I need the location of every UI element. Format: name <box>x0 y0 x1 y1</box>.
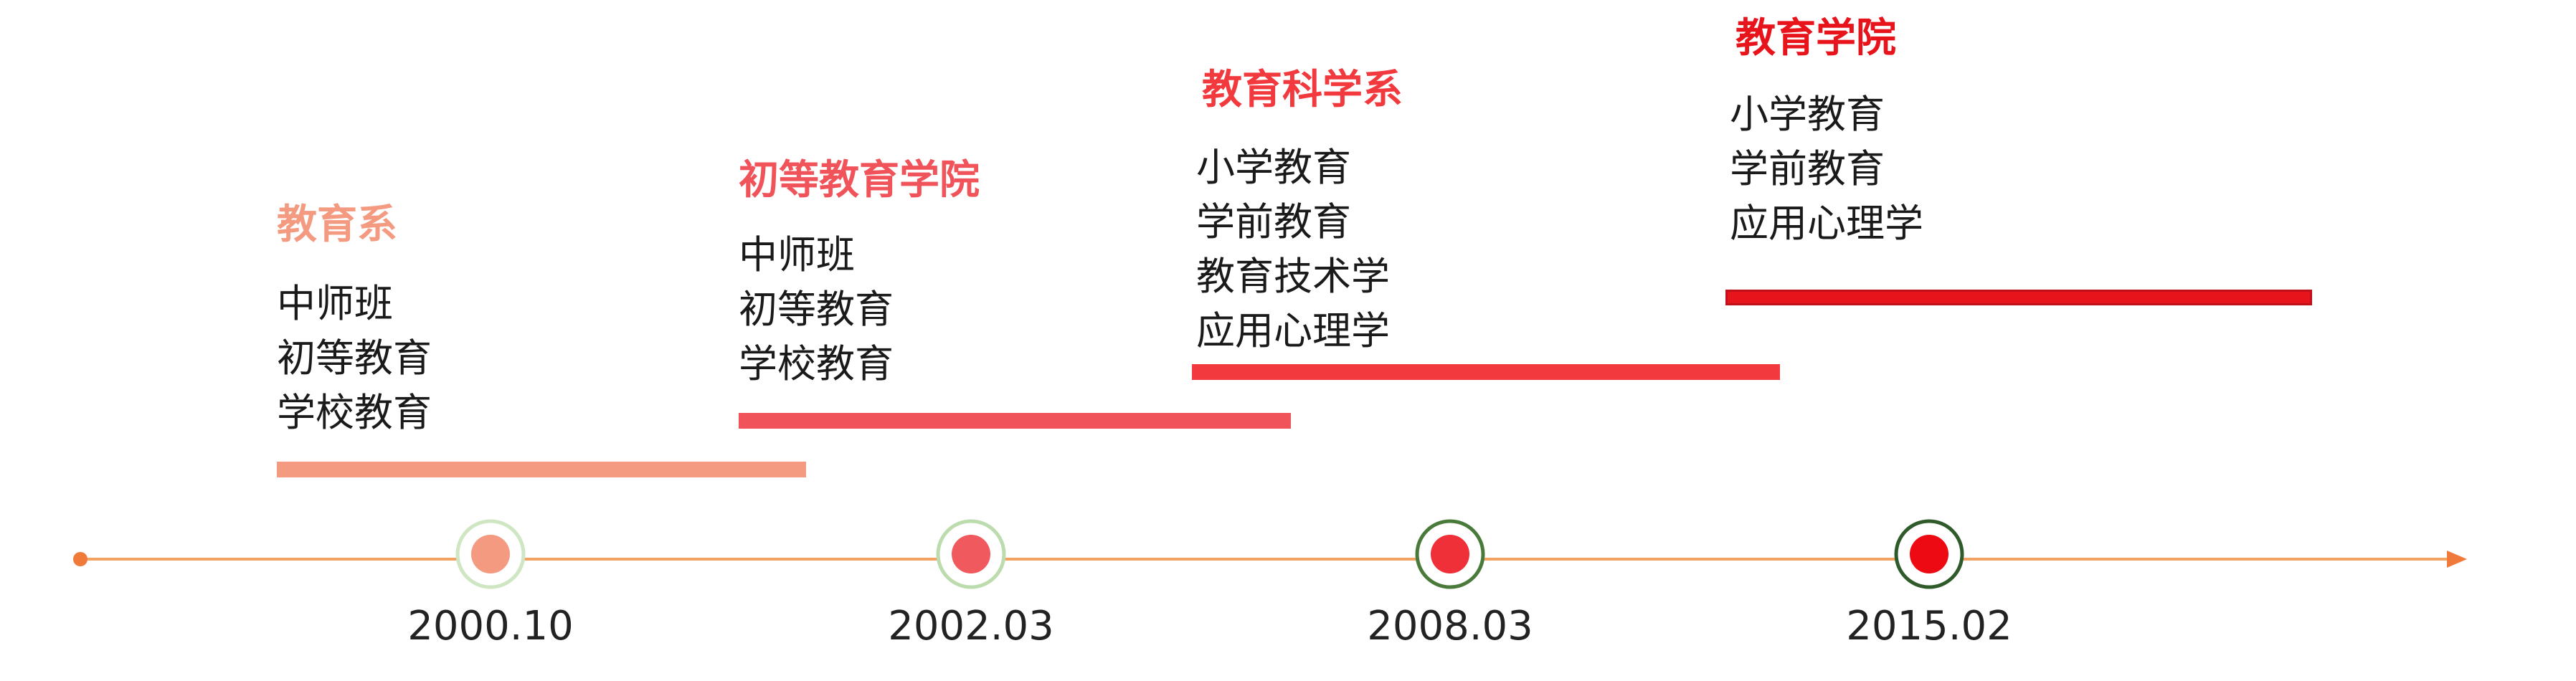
stage-year-3: 2008.03 <box>1367 603 1533 649</box>
stage-item: 学校教育 <box>739 341 894 386</box>
stage-item: 中师班 <box>277 281 393 326</box>
axis-arrow-head <box>2447 551 2467 568</box>
stage-marker-dot-2 <box>952 535 990 573</box>
stage-bar-1 <box>277 462 806 477</box>
stage-bar-2 <box>739 413 1291 429</box>
stage-bar-4 <box>1725 290 2312 305</box>
stage-item: 小学教育 <box>1196 145 1351 190</box>
stage-item: 应用心理学 <box>1196 308 1390 353</box>
stage-item: 初等教育 <box>277 335 432 381</box>
stage-items-4: 小学教育 学前教育 应用心理学 <box>1730 87 1923 251</box>
stage-marker-dot-1 <box>471 535 510 573</box>
stage-items-3: 小学教育 学前教育 教育技术学 应用心理学 <box>1196 141 1390 358</box>
stage-title-2: 初等教育学院 <box>739 157 980 204</box>
stage-item: 初等教育 <box>739 287 894 332</box>
stage-items-2: 中师班 初等教育 学校教育 <box>739 228 894 391</box>
stage-marker-dot-4 <box>1910 535 1948 573</box>
stage-title-4: 教育学院 <box>1736 15 1896 62</box>
stage-marker-dot-3 <box>1431 535 1469 573</box>
stage-items-1: 中师班 初等教育 学校教育 <box>277 277 432 440</box>
stage-item: 教育技术学 <box>1196 254 1390 299</box>
stage-year-2: 2002.03 <box>888 603 1054 649</box>
stage-year-4: 2015.02 <box>1846 603 2012 649</box>
stage-item: 学前教育 <box>1196 199 1351 244</box>
stage-item: 中师班 <box>739 232 855 277</box>
stage-title-1: 教育系 <box>277 201 397 248</box>
stage-bar-3 <box>1192 364 1780 380</box>
stage-item: 小学教育 <box>1730 92 1885 137</box>
stage-item: 学前教育 <box>1730 146 1885 191</box>
stage-year-1: 2000.10 <box>407 603 574 649</box>
stage-title-3: 教育科学系 <box>1202 67 1403 113</box>
axis-start-dot <box>73 552 87 566</box>
stage-item: 应用心理学 <box>1730 201 1923 246</box>
stage-item: 学校教育 <box>277 390 432 435</box>
